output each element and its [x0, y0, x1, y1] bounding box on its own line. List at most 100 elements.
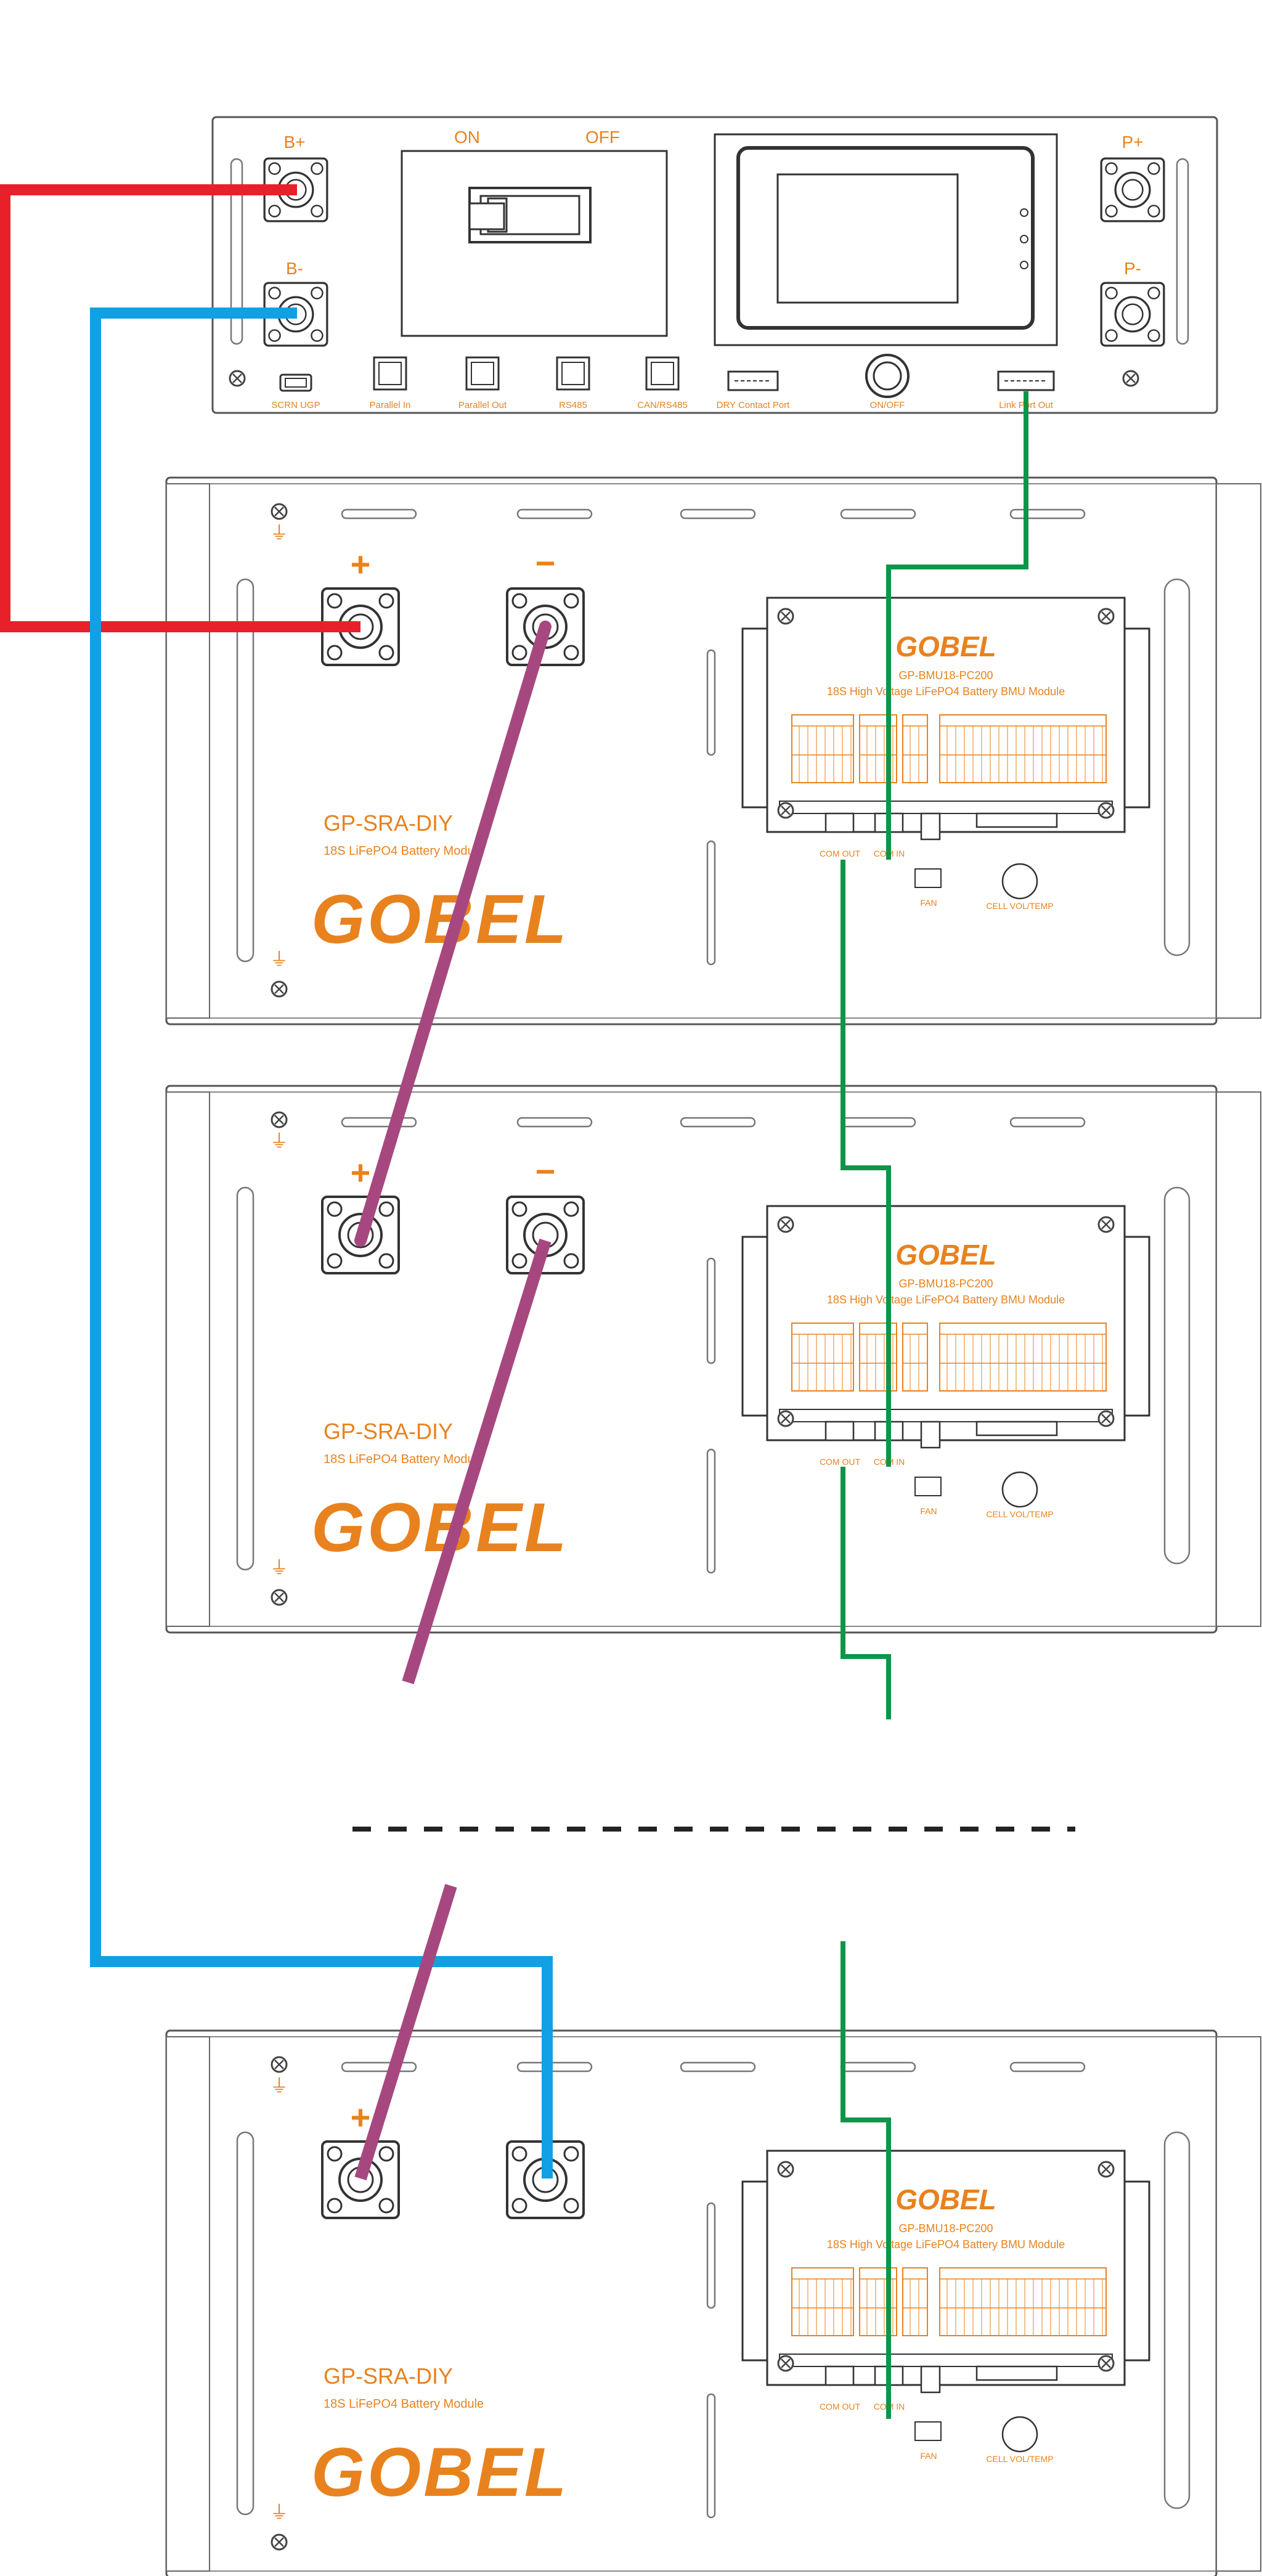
module-title: GP-SRA-DIY [324, 1419, 453, 1444]
pin-table [859, 2267, 897, 2336]
module-title: GP-SRA-DIY [324, 810, 453, 836]
scrn-ugp-port[interactable] [279, 373, 312, 392]
screw-icon [271, 2056, 288, 2073]
battery-module: ⏚ ⏚ + − GP-SRA-DIY 18S LiFePO4 Battery Module… [165, 1085, 1261, 1634]
module-subtitle: 18S LiFePO4 Battery Module [324, 844, 484, 858]
com-out-label: COM OUT [820, 2402, 861, 2411]
plus-label: + [351, 2098, 371, 2137]
pin-table [939, 714, 1107, 783]
negative-terminal [506, 1196, 585, 1274]
pin-table [902, 2267, 928, 2336]
p-plus-label: P+ [1122, 132, 1143, 152]
rs485-port[interactable] [556, 356, 590, 391]
module-subtitle: 18S LiFePO4 Battery Module [324, 2397, 484, 2411]
cell-connector[interactable] [975, 2365, 1058, 2381]
ground-icon: ⏚ [270, 1131, 288, 1152]
port-label: Parallel Out [458, 400, 507, 410]
parallel-in-port[interactable] [373, 356, 407, 391]
screw-icon [271, 1111, 288, 1128]
screw-icon [271, 503, 288, 520]
pin-table [791, 714, 854, 783]
brand-logo: GOBEL [311, 1489, 569, 1566]
com-out-port[interactable] [824, 812, 855, 833]
series-wire-2 [402, 1239, 552, 1684]
port-label: SCRN UGP [271, 400, 320, 410]
fan-connector[interactable] [920, 1420, 941, 1449]
fan-connector[interactable] [920, 2365, 941, 2394]
screw-icon [777, 2161, 794, 2178]
p-minus-terminal [1100, 282, 1165, 347]
ground-icon: ⏚ [270, 1558, 288, 1578]
ground-icon: ⏚ [270, 950, 288, 970]
dry-contact-port[interactable] [727, 370, 779, 391]
p-plus-terminal [1100, 157, 1165, 222]
screw-icon [1097, 802, 1115, 819]
com-out-label: COM OUT [820, 849, 861, 858]
com-out-port[interactable] [824, 2365, 855, 2386]
screw-icon [777, 608, 794, 625]
p-minus-label: P- [1124, 259, 1141, 278]
pin-table [939, 1323, 1107, 1392]
fan-label: FAN [920, 898, 937, 908]
cell-label: CELL VOL/TEMP [986, 1509, 1053, 1519]
breaker-switch[interactable] [401, 150, 668, 337]
cell-label: CELL VOL/TEMP [986, 2454, 1053, 2464]
screw-icon [271, 980, 288, 998]
com-out-port[interactable] [824, 1420, 855, 1441]
comm-wire-2 [841, 860, 891, 1467]
breaker-off-label: OFF [585, 128, 620, 147]
comm-wire-3 [841, 1467, 891, 1719]
lcd-display [714, 133, 1058, 346]
on-off-button[interactable] [865, 354, 910, 398]
bmu-description: 18S High Voltage LiFePO4 Battery BMU Mod… [827, 2238, 1065, 2251]
pin-table [902, 1323, 928, 1392]
screw-icon [777, 1410, 794, 1427]
screw-icon [777, 1216, 794, 1233]
positive-wire [0, 184, 360, 632]
screw-icon [777, 2355, 794, 2372]
comm-wire-1 [886, 391, 1028, 860]
link-port-out[interactable] [997, 370, 1055, 391]
pin-table [791, 2267, 854, 2336]
comm-wire-4 [841, 1941, 891, 2419]
breaker-on-label: ON [454, 128, 480, 147]
screw-icon [271, 2533, 288, 2551]
bmu-brand: GOBEL [895, 630, 996, 662]
bmu-model: GP-BMU18-PC200 [898, 669, 993, 682]
module-subtitle: 18S LiFePO4 Battery Module [324, 1453, 484, 1466]
minus-label: − [535, 1152, 556, 1191]
screw-icon [271, 1589, 288, 1606]
pin-table [939, 2267, 1107, 2336]
ground-icon: ⏚ [270, 2076, 288, 2097]
port-label: ON/OFF [870, 400, 905, 410]
b-plus-label: B+ [283, 132, 305, 152]
parallel-out-port[interactable] [465, 356, 500, 391]
brand-logo: GOBEL [311, 881, 569, 958]
bmu-model: GP-BMU18-PC200 [898, 2222, 993, 2235]
cell-connector[interactable] [975, 812, 1058, 828]
screw-icon [1097, 1410, 1115, 1427]
bmu-brand: GOBEL [895, 2183, 996, 2215]
can-rs485-port[interactable] [645, 356, 680, 391]
control-box: B+ B- P+ P- ON OFF [211, 116, 1218, 414]
negative-wire [90, 308, 553, 2179]
port-label: DRY Contact Port [717, 400, 790, 410]
port-label: Parallel In [370, 400, 411, 410]
fan-label: FAN [920, 2451, 937, 2461]
series-wire-3 [354, 1884, 457, 2180]
cell-connector[interactable] [975, 1420, 1058, 1437]
ground-icon: ⏚ [270, 523, 288, 544]
screw-icon [777, 802, 794, 819]
bmu-brand: GOBEL [895, 1239, 996, 1271]
series-wire-1 [354, 621, 552, 1247]
fan-label: FAN [920, 1506, 937, 1516]
plus-label: + [351, 1153, 371, 1192]
screw-icon [1097, 2161, 1115, 2178]
pin-table [791, 1323, 854, 1392]
fan-connector[interactable] [920, 812, 941, 841]
screw-icon [1097, 608, 1115, 625]
port-label: CAN/RS485 [637, 400, 688, 410]
